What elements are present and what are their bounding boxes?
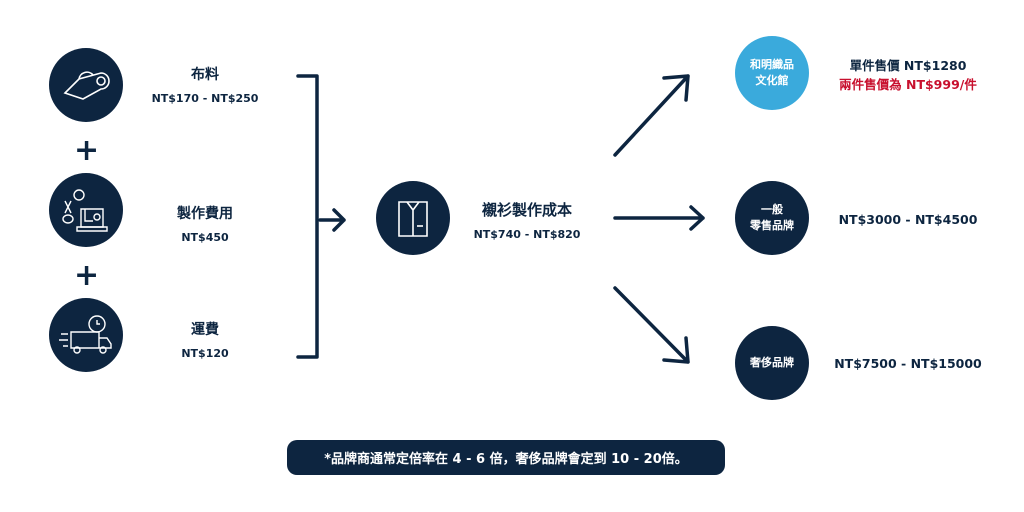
brand-luxury: 奢侈品牌 bbox=[735, 326, 809, 400]
arrow-down-right bbox=[613, 286, 690, 364]
input-production: 製作費用 NT$450 bbox=[125, 203, 285, 244]
delivery-truck-icon bbox=[49, 298, 123, 372]
arrow-to-cost bbox=[318, 208, 346, 232]
footnote: *品牌商通常定倍率在 4 - 6 倍，奢侈品牌會定到 10 - 20倍。 bbox=[287, 440, 725, 475]
fabric-roll-icon bbox=[49, 48, 123, 122]
input-title: 製作費用 bbox=[177, 206, 233, 222]
input-shipping: 運費 NT$120 bbox=[125, 319, 285, 360]
input-title: 布料 bbox=[191, 67, 219, 83]
input-price: NT$170 - NT$250 bbox=[151, 92, 259, 105]
shirt-cost: 襯衫製作成本 NT$740 - NT$820 bbox=[447, 199, 607, 241]
bracket bbox=[296, 74, 319, 359]
brand-line: 一般 bbox=[761, 203, 783, 216]
brand-line: 和明織品 bbox=[750, 58, 794, 71]
plus-sign: + bbox=[74, 133, 100, 168]
input-price: NT$120 bbox=[181, 347, 229, 360]
brand-line: 文化館 bbox=[755, 74, 789, 87]
brand-heming: 和明織品文化館 bbox=[735, 36, 809, 110]
cost-price: NT$740 - NT$820 bbox=[473, 228, 581, 241]
input-fabric: 布料 NT$170 - NT$250 bbox=[125, 64, 285, 105]
shirt-icon bbox=[376, 181, 450, 255]
plus-sign: + bbox=[74, 258, 100, 293]
luxury-price: NT$7500 - NT$15000 bbox=[834, 356, 982, 371]
input-price: NT$450 bbox=[181, 231, 229, 244]
input-title: 運費 bbox=[191, 322, 219, 338]
heming-price: 單件售價 NT$1280 兩件售價為 NT$999/件 bbox=[808, 55, 1008, 93]
sewing-machine-icon bbox=[49, 173, 123, 247]
brand-line: 奢侈品牌 bbox=[750, 356, 794, 369]
arrow-up-right bbox=[613, 74, 690, 157]
brand-line: 零售品牌 bbox=[750, 219, 794, 232]
brand-retail: 一般零售品牌 bbox=[735, 181, 809, 255]
arrow-right bbox=[613, 205, 705, 231]
promo-price: 兩件售價為 NT$999/件 bbox=[839, 77, 977, 92]
cost-title: 襯衫製作成本 bbox=[481, 201, 572, 219]
retail-price: NT$3000 - NT$4500 bbox=[838, 212, 978, 227]
single-price: 單件售價 NT$1280 bbox=[849, 58, 967, 73]
